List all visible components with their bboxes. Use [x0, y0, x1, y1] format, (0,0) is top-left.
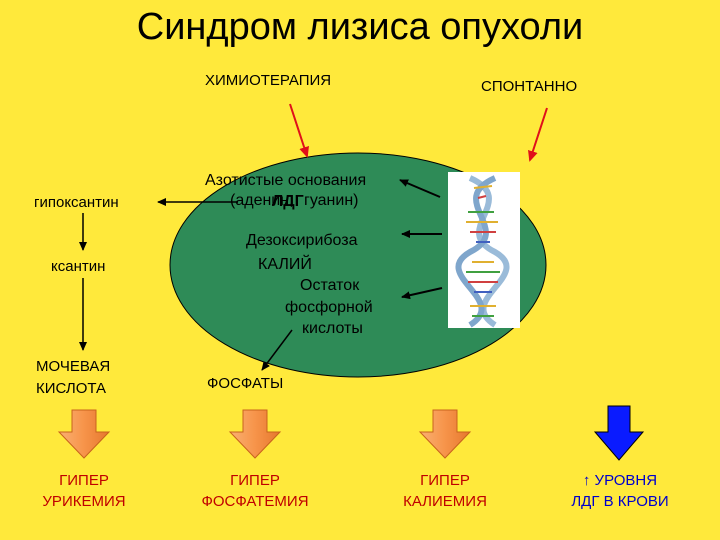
nitrogen-bases-label: Азотистые основания [205, 172, 367, 189]
cause-chemotherapy: ХИМИОТЕРАПИЯ [205, 72, 332, 89]
phosphate-residue-line2: фосфорной [285, 299, 373, 316]
bases-adenine-label: (аденин, [230, 192, 294, 209]
outcome-kalemia-line1: ГИПЕР [420, 472, 470, 489]
page-title: Синдром лизиса опухоли [136, 6, 584, 48]
dna-to-phosphate-arrow [401, 287, 443, 300]
bases-guanine-label: гуанин) [304, 192, 359, 209]
xanthine-label: ксантин [51, 258, 106, 275]
phosphate-residue-line3: кислоты [302, 320, 363, 337]
outcome-arrow-uricemia [57, 409, 111, 459]
outcome-ldh-line2: ЛДГ В КРОВИ [571, 493, 669, 510]
ldh-overlap-label: ЛДГ [272, 193, 304, 210]
dna-to-bases-arrow [399, 179, 441, 198]
outcome-phosphatemia-line2: ФОСФАТЕМИЯ [201, 493, 309, 510]
uric-acid-line2: КИСЛОТА [36, 380, 107, 397]
uric-acid-line1: МОЧЕВАЯ [36, 358, 111, 375]
outcome-kalemia-line2: КАЛИЕМИЯ [403, 493, 487, 510]
outcome-uricemia-line2: УРИКЕМИЯ [42, 493, 126, 510]
outcome-phosphatemia-line1: ГИПЕР [230, 472, 280, 489]
dna-helix-icon [448, 172, 520, 328]
potassium-label: КАЛИЙ [258, 256, 312, 273]
phosphate-residue-line1: Остаток [300, 277, 360, 294]
deoxyribose-label: Дезоксирибоза [246, 232, 358, 249]
chemo-arrow [289, 103, 309, 158]
hypoxanthine-label: гипоксантин [34, 194, 119, 211]
outcome-arrow-ldh [593, 405, 645, 461]
outcome-arrow-phosphatemia [228, 409, 282, 459]
cause-spontaneous: СПОНТАННО [481, 78, 578, 95]
spontaneous-arrow [528, 107, 548, 162]
outcome-ldh-line1: ↑ УРОВНЯ [582, 472, 658, 489]
outcome-arrow-kalemia [418, 409, 472, 459]
phosphate-to-phosphates-arrow [261, 329, 293, 371]
phosphates-label: ФОСФАТЫ [207, 375, 284, 392]
outcome-uricemia-line1: ГИПЕР [59, 472, 109, 489]
